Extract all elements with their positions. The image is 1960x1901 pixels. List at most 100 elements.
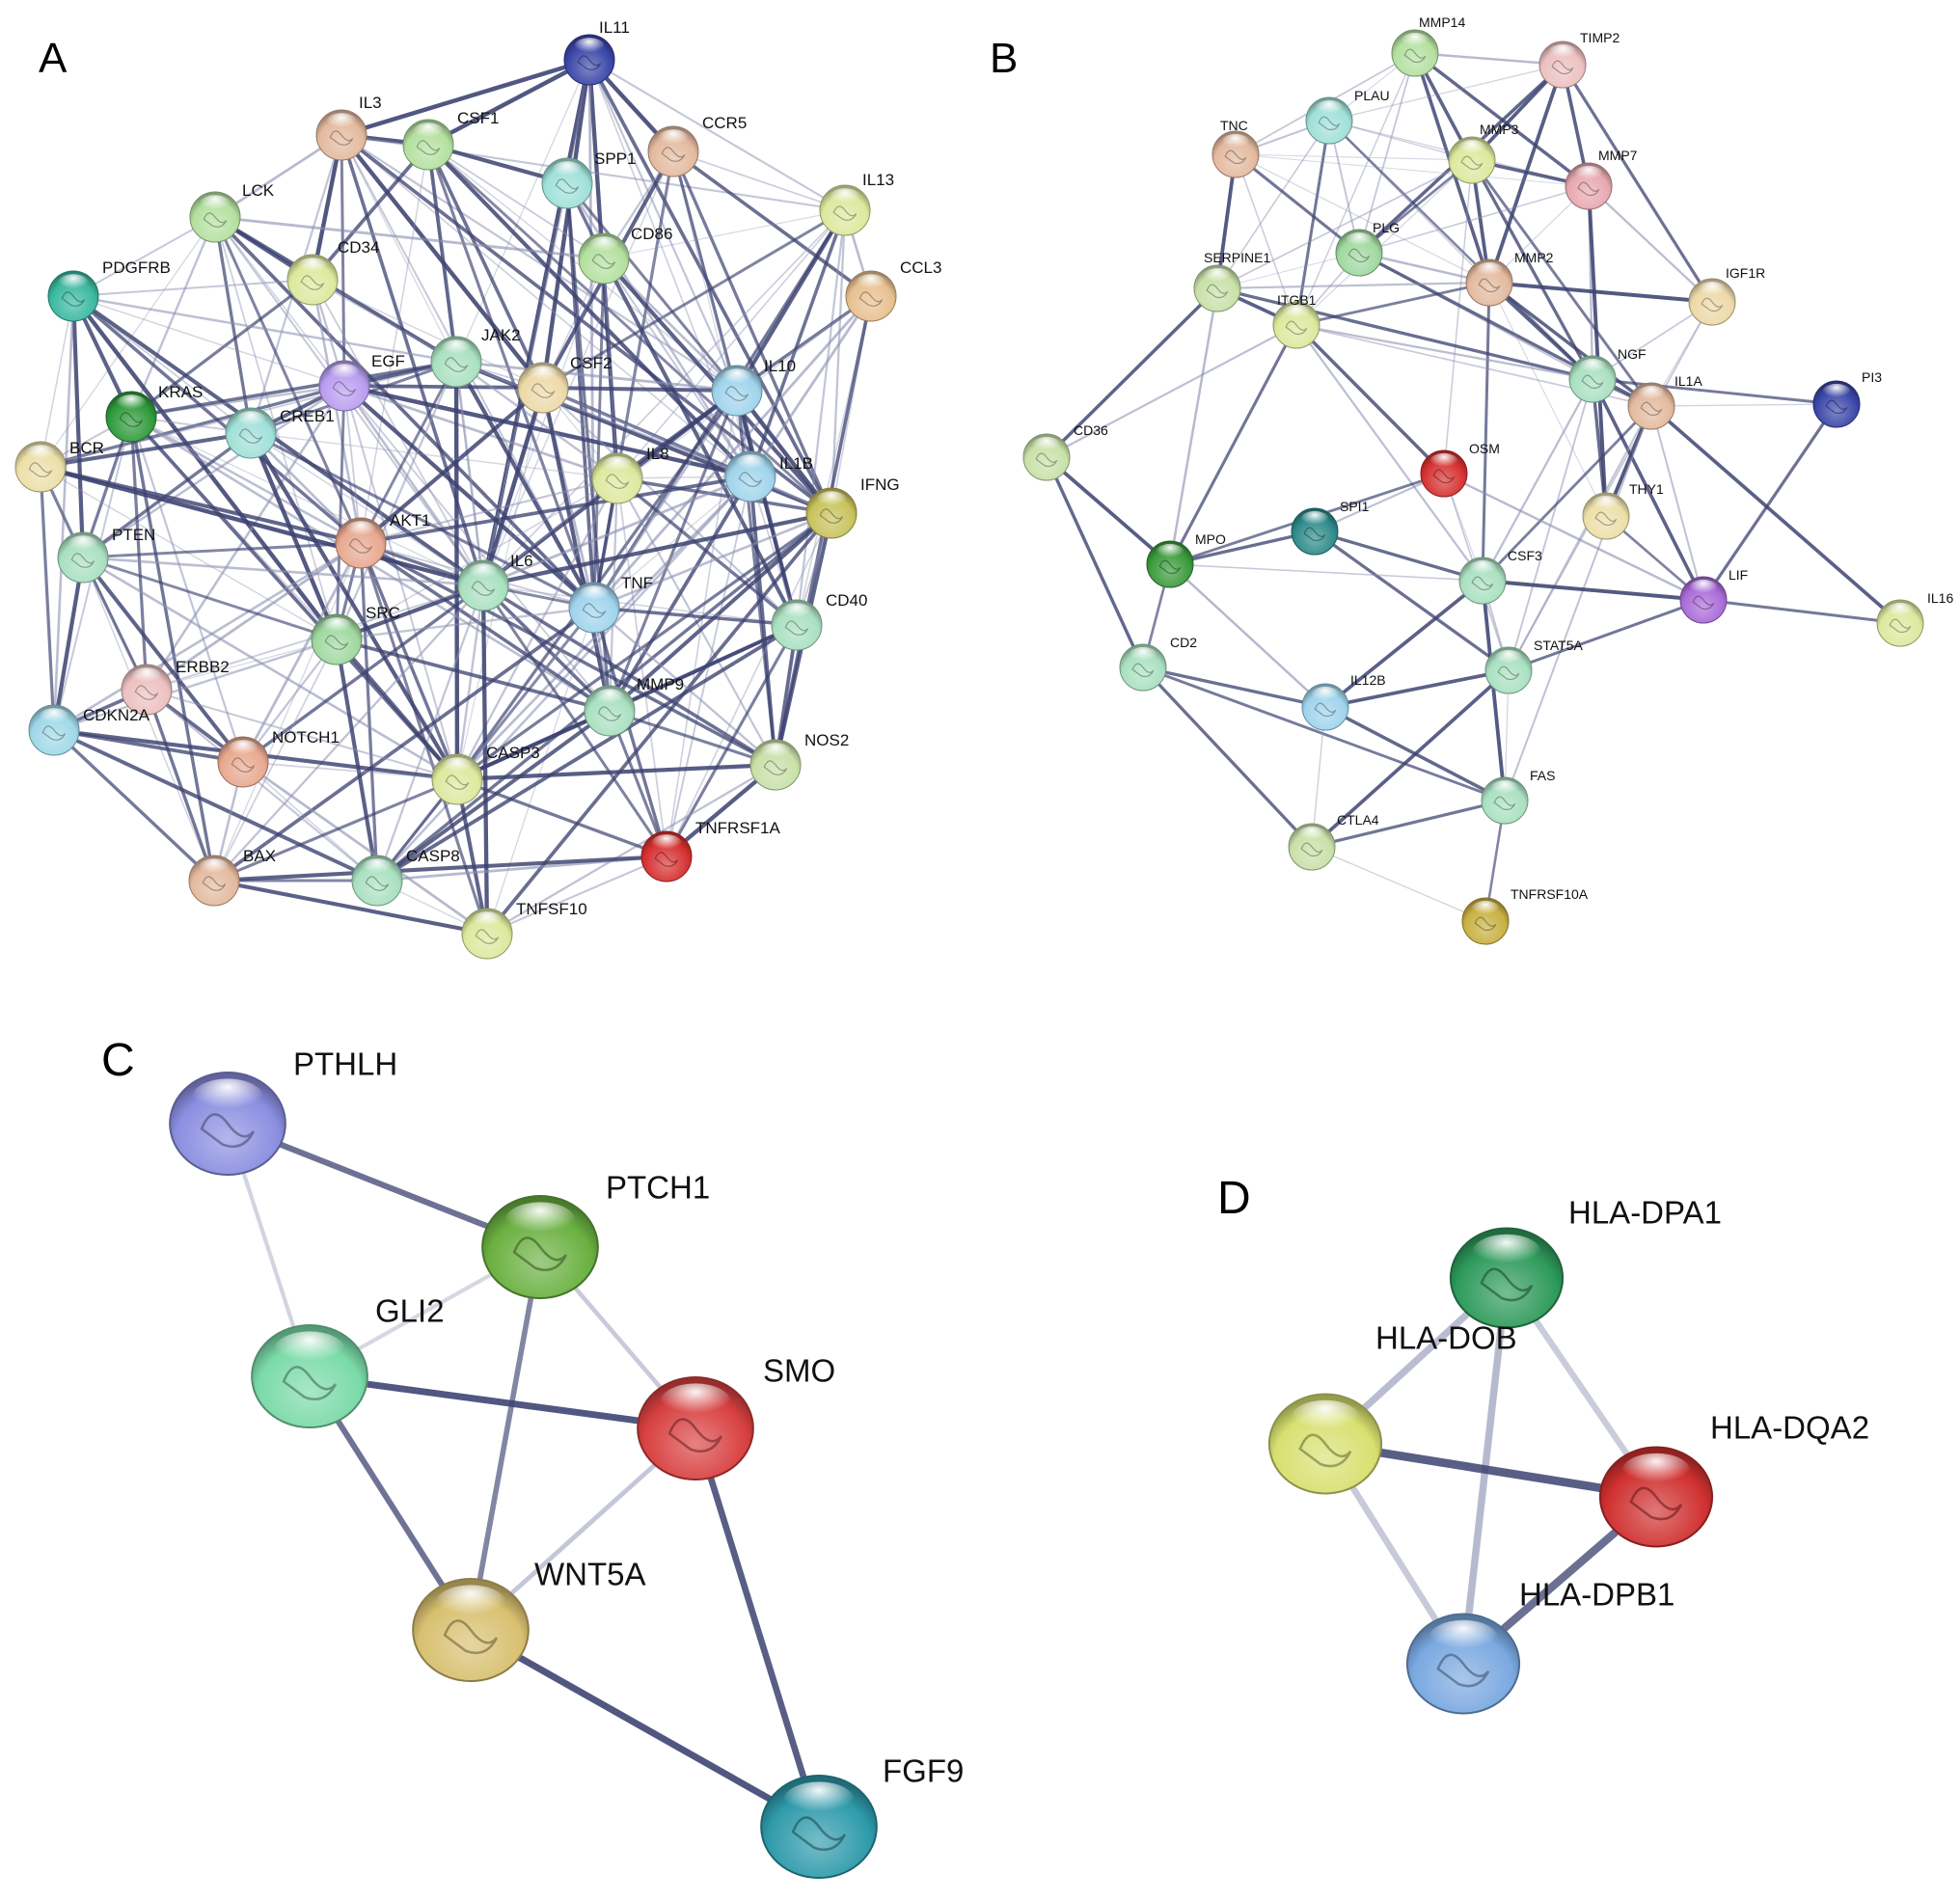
edge-ngf-lif <box>1591 377 1705 602</box>
edge-egf-bcr <box>39 384 346 469</box>
node-casp3[interactable]: CASP3 <box>431 744 540 805</box>
node-csf1[interactable]: CSF1 <box>402 109 499 171</box>
node-timp2[interactable]: TIMP2 <box>1538 30 1620 89</box>
node-wnt5a[interactable]: WNT5A <box>412 1557 646 1683</box>
node-ccr5[interactable]: CCR5 <box>647 114 747 177</box>
node-tnc[interactable]: TNC <box>1211 118 1260 178</box>
node-kras[interactable]: KRAS <box>105 383 203 443</box>
node-pi3[interactable]: PI3 <box>1812 369 1882 428</box>
node-ctla4[interactable]: CTLA4 <box>1288 812 1379 871</box>
edge-il1b-cd40 <box>749 475 798 626</box>
node-il8[interactable]: IL8 <box>591 445 669 504</box>
node-label: SPP1 <box>594 149 636 168</box>
node-hla-dpb1[interactable]: HLA-DPB1 <box>1405 1577 1674 1715</box>
node-cd36[interactable]: CD36 <box>1022 422 1108 481</box>
node-akt1[interactable]: AKT1 <box>335 511 431 569</box>
edge-il10-cd40 <box>734 388 800 628</box>
node-plau[interactable]: PLAU <box>1305 88 1390 145</box>
node-mmp9[interactable]: MMP9 <box>584 675 684 737</box>
node-thy1[interactable]: THY1 <box>1582 481 1664 540</box>
node-fas[interactable]: FAS <box>1481 768 1555 825</box>
node-ptch1[interactable]: PTCH1 <box>481 1170 710 1300</box>
node-creb1[interactable]: CREB1 <box>225 407 335 459</box>
node-cd34[interactable]: CD34 <box>286 238 379 306</box>
node-il16[interactable]: IL16 <box>1876 590 1953 647</box>
node-cd40[interactable]: CD40 <box>771 591 867 651</box>
node-il6[interactable]: IL6 <box>457 552 533 611</box>
node-tnfrsf1a[interactable]: TNFRSF1A <box>640 819 781 883</box>
edge-il6-casp8 <box>375 584 485 883</box>
node-osm[interactable]: OSM <box>1420 441 1500 498</box>
node-tnf[interactable]: TNF <box>568 574 653 634</box>
node-plg[interactable]: PLG <box>1335 220 1400 277</box>
node-csf3[interactable]: CSF3 <box>1458 548 1542 605</box>
node-notch1[interactable]: NOTCH1 <box>217 728 340 788</box>
node-egf[interactable]: EGF <box>318 352 405 412</box>
node-il1a[interactable]: IL1A <box>1627 373 1702 430</box>
node-pten[interactable]: PTEN <box>57 526 155 584</box>
edge-il1b-tnf <box>593 475 751 609</box>
node-label: CCR5 <box>702 114 747 132</box>
node-mmp7[interactable]: MMP7 <box>1565 148 1638 210</box>
node-il1b[interactable]: IL1B <box>724 450 813 502</box>
node-hla-dqa2[interactable]: HLA-DQA2 <box>1598 1410 1869 1548</box>
node-bcr[interactable]: BCR <box>14 439 104 493</box>
node-erbb2[interactable]: ERBB2 <box>121 658 230 716</box>
node-il13[interactable]: IL13 <box>819 171 894 236</box>
node-src[interactable]: SRC <box>311 604 400 665</box>
node-serpine1[interactable]: SERPINE1 <box>1193 250 1270 312</box>
node-cd86[interactable]: CD86 <box>578 225 672 285</box>
node-ngf[interactable]: NGF <box>1568 346 1647 403</box>
node-mmp14[interactable]: MMP14 <box>1391 14 1465 77</box>
node-nos2[interactable]: NOS2 <box>749 731 849 791</box>
node-csf2[interactable]: CSF2 <box>517 354 612 414</box>
node-il3[interactable]: IL3 <box>315 94 382 161</box>
node-igf1r[interactable]: IGF1R <box>1688 265 1765 326</box>
node-bax[interactable]: BAX <box>188 847 276 907</box>
edge-akt1-bax <box>213 542 362 882</box>
node-cd2[interactable]: CD2 <box>1119 635 1197 692</box>
node-ifng[interactable]: IFNG <box>805 475 900 539</box>
node-hla-dob[interactable]: HLA-DOB <box>1267 1320 1517 1495</box>
node-fgf9[interactable]: FGF9 <box>760 1753 964 1880</box>
node-itgb1[interactable]: ITGB1 <box>1272 292 1320 349</box>
node-highlight <box>1471 1234 1542 1272</box>
node-mmp3[interactable]: MMP3 <box>1448 122 1519 184</box>
edge-tnc-mmp2 <box>1235 153 1490 284</box>
node-highlight <box>1475 261 1504 281</box>
edge-mmp14-itgb1 <box>1295 52 1416 326</box>
node-tnfsf10[interactable]: TNFSF10 <box>461 900 587 960</box>
node-pthlh[interactable]: PTHLH <box>169 1046 397 1177</box>
edge-tnf-src <box>335 606 596 641</box>
node-il10[interactable]: IL10 <box>711 357 796 417</box>
node-smo[interactable]: SMO <box>637 1353 835 1481</box>
edge-il3-il6 <box>340 133 485 587</box>
node-casp8[interactable]: CASP8 <box>351 847 460 907</box>
edge-spi1-stat5a <box>1313 530 1511 672</box>
node-pdgfrb[interactable]: PDGFRB <box>47 258 171 322</box>
edge-akt1-notch1 <box>241 541 363 764</box>
edge-casp3-tnfsf10 <box>455 777 489 936</box>
node-gli2[interactable]: GLI2 <box>251 1293 445 1429</box>
node-label: NOS2 <box>804 731 849 749</box>
node-lck[interactable]: LCK <box>189 181 275 243</box>
edge-cdkn2a-casp8 <box>52 728 379 883</box>
node-label: TNFSF10 <box>516 900 587 918</box>
node-jak2[interactable]: JAK2 <box>430 326 521 388</box>
edge-csf3-lif <box>1481 579 1705 602</box>
node-label: LIF <box>1729 567 1748 583</box>
node-stat5a[interactable]: STAT5A <box>1484 638 1583 694</box>
node-il12b[interactable]: IL12B <box>1301 672 1386 731</box>
node-ccl3[interactable]: CCL3 <box>845 258 941 322</box>
node-label: CD2 <box>1170 635 1197 650</box>
node-spi1[interactable]: SPI1 <box>1291 499 1370 556</box>
node-highlight <box>1401 32 1429 51</box>
node-hla-dpa1[interactable]: HLA-DPA1 <box>1449 1195 1722 1329</box>
node-mpo[interactable]: MPO <box>1146 531 1226 588</box>
node-il11[interactable]: IL11 <box>563 18 630 86</box>
node-spp1[interactable]: SPP1 <box>541 149 636 209</box>
node-tnfrsf10a[interactable]: TNFRSF10A <box>1461 886 1589 945</box>
node-mmp2[interactable]: MMP2 <box>1465 250 1554 307</box>
node-lif[interactable]: LIF <box>1679 567 1748 624</box>
node-cdkn2a[interactable]: CDKN2A <box>28 704 150 756</box>
